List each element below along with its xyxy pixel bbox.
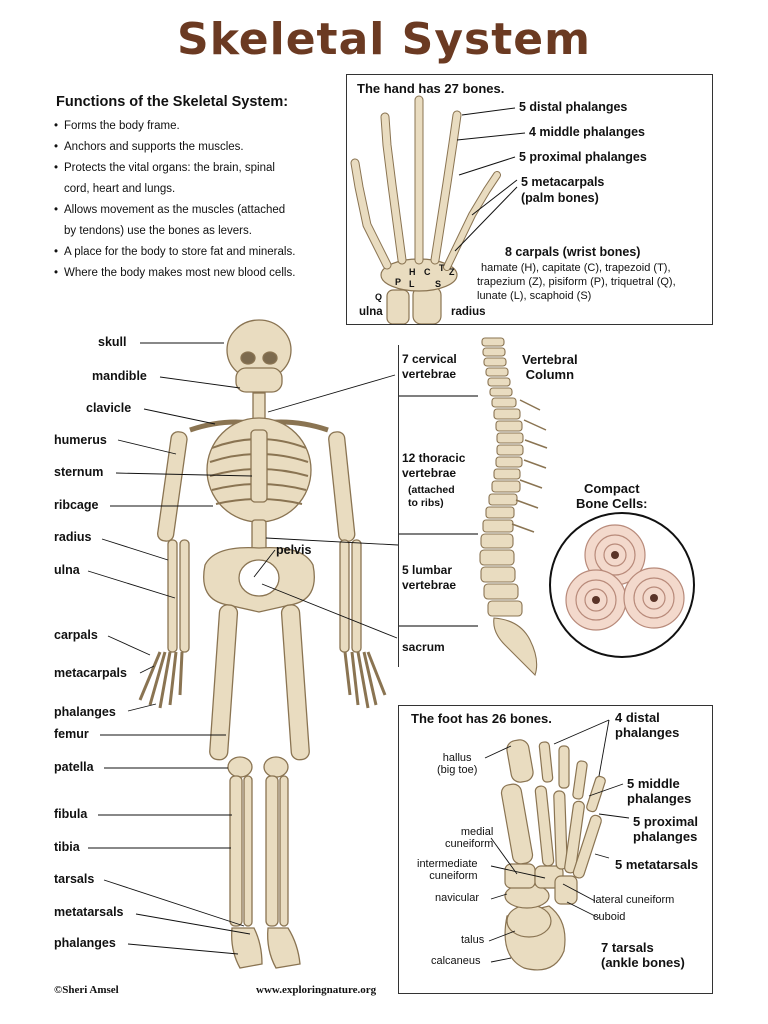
foot-lateral-cuneiform: lateral cuneiform: [593, 894, 675, 906]
hand-carpals-list: trapezium (Z), pisiform (P), triquetral …: [477, 276, 676, 288]
function-item: Forms the body frame.: [54, 116, 344, 137]
label-ulna: ulna: [54, 563, 80, 577]
foot-metatarsals-label: 5 metatarsals: [615, 857, 699, 872]
label-phalanges-hand: phalanges: [54, 705, 116, 719]
label-carpals: carpals: [54, 628, 98, 642]
carpal-letter: H: [409, 267, 416, 277]
carpal-letter: P: [395, 277, 401, 287]
foot-middle-label: 5 middle phalanges: [627, 776, 692, 806]
function-item: A place for the body to store fat and mi…: [54, 242, 344, 263]
spine-thoracic-sub: (attached to ribs): [408, 484, 455, 509]
carpal-letter: C: [424, 267, 431, 277]
label-skull: skull: [98, 335, 127, 349]
credit: ©Sheri Amsel: [54, 984, 119, 996]
label-femur: femur: [54, 727, 89, 741]
label-tibia: tibia: [54, 840, 80, 854]
foot-calcaneus: calcaneus: [431, 955, 481, 967]
hand-middle-label: 4 middle phalanges: [529, 125, 646, 139]
label-pelvis: pelvis: [276, 543, 312, 557]
foot-intermediate-cuneiform: intermediate cuneiform: [417, 858, 478, 882]
label-phalanges-foot: phalanges: [54, 936, 116, 950]
function-item: Protects the vital organs: the brain, sp…: [54, 158, 344, 179]
hand-carpals-label: 8 carpals (wrist bones): [505, 245, 641, 259]
hand-ulna-label: ulna: [359, 306, 383, 318]
foot-proximal-label: 5 proximal phalanges: [633, 814, 699, 844]
label-radius: radius: [54, 530, 92, 544]
foot-hallux-label: hallus (big toe): [437, 752, 478, 776]
functions-list: Forms the body frame. Anchors and suppor…: [54, 116, 344, 284]
spine-sacrum-label: sacrum: [402, 640, 445, 654]
vertebral-column-title: Vertebral Column: [522, 352, 578, 382]
foot-medial-cuneiform: medial cuneiform: [445, 826, 494, 850]
label-humerus: humerus: [54, 433, 107, 447]
hand-panel: H C T Z P L S Q The hand has 27 bones. 5…: [346, 74, 713, 325]
hand-carpals-list: lunate (L), scaphoid (S): [477, 290, 592, 302]
carpal-letter: Z: [449, 267, 455, 277]
carpal-letter: S: [435, 279, 441, 289]
spine-label-box: [398, 345, 479, 667]
label-ribcage: ribcage: [54, 498, 99, 512]
label-patella: patella: [54, 760, 94, 774]
hand-proximal-label: 5 proximal phalanges: [519, 150, 647, 164]
foot-heading: The foot has 26 bones.: [411, 711, 552, 726]
spine-thoracic-label: 12 thoracic vertebrae: [402, 451, 466, 480]
foot-panel: The foot has 26 bones. 4 distal phalange…: [398, 705, 713, 994]
hand-distal-label: 5 distal phalanges: [519, 100, 628, 114]
spine-cervical-label: 7 cervical vertebrae: [402, 352, 457, 381]
label-metacarpals: metacarpals: [54, 666, 127, 680]
website-url: www.exploringnature.org: [256, 984, 377, 996]
label-sternum: sternum: [54, 465, 104, 479]
hand-heading: The hand has 27 bones.: [357, 81, 505, 96]
page-title: Skeletal System: [177, 14, 591, 65]
foot-navicular: navicular: [435, 892, 480, 904]
label-mandible: mandible: [92, 369, 147, 383]
hand-radius-label: radius: [451, 306, 486, 318]
carpal-letter: T: [439, 263, 445, 273]
hand-illustration: H C T Z P L S Q: [350, 95, 526, 324]
foot-distal-label: 4 distal phalanges: [615, 710, 680, 740]
bone-cells-title: Compact Bone Cells:: [576, 481, 648, 511]
function-item: Allows movement as the muscles (attached: [54, 200, 344, 221]
carpal-letter: Q: [375, 292, 382, 302]
carpal-letter: L: [409, 279, 415, 289]
label-tarsals: tarsals: [54, 872, 95, 886]
foot-tarsals-label: 7 tarsals (ankle bones): [601, 940, 685, 970]
function-item-continuation: cord, heart and lungs.: [64, 183, 176, 195]
functions-heading: Functions of the Skeletal System:: [56, 94, 289, 110]
function-item-continuation: by tendons) use the bones as levers.: [64, 225, 252, 237]
function-item: Where the body makes most new blood cell…: [54, 263, 344, 284]
label-fibula: fibula: [54, 807, 88, 821]
hand-metacarpals-sub: (palm bones): [521, 191, 599, 205]
foot-talus: talus: [461, 934, 485, 946]
hand-carpals-list: hamate (H), capitate (C), trapezoid (T),: [481, 262, 671, 274]
foot-illustration: [484, 719, 630, 971]
label-metatarsals: metatarsals: [54, 905, 124, 919]
label-clavicle: clavicle: [86, 401, 132, 415]
spine-lumbar-label: 5 lumbar vertebrae: [402, 563, 457, 592]
function-item: Anchors and supports the muscles.: [54, 137, 344, 158]
foot-cuboid: cuboid: [593, 911, 626, 923]
hand-metacarpals-label: 5 metacarpals: [521, 175, 605, 189]
